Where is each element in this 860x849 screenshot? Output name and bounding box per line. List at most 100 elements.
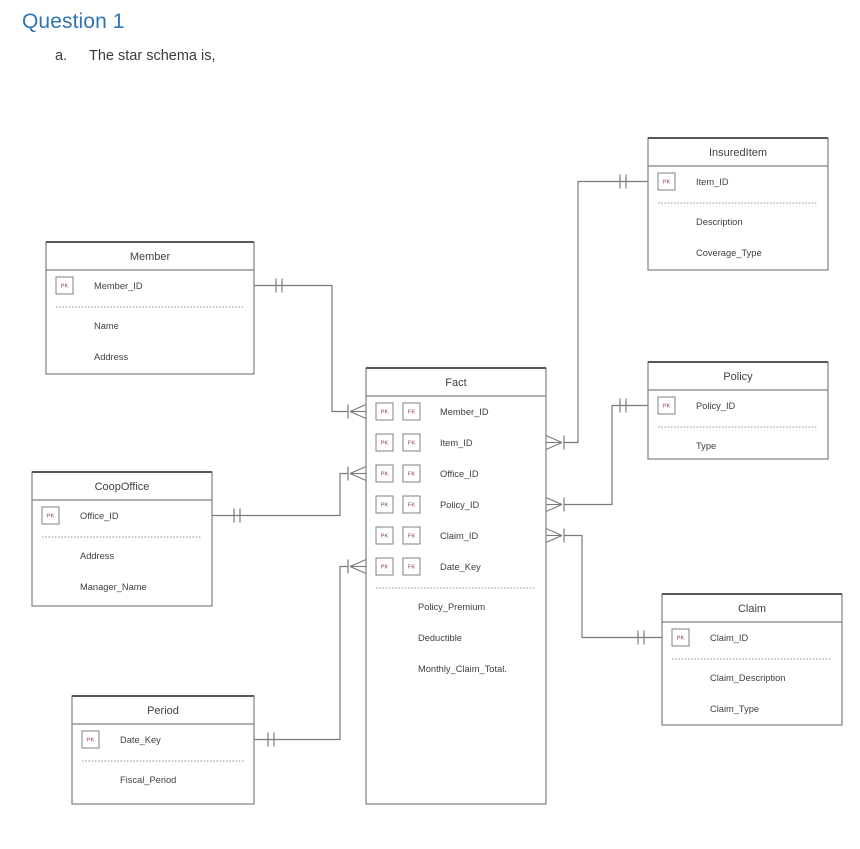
key-attribute-label: Office_ID (80, 511, 119, 521)
pk-badge-label: PK (381, 565, 389, 571)
key-attribute-label: Item_ID (440, 438, 473, 448)
crowfoot-fact-member (349, 403, 367, 420)
pk-badge-label: PK (677, 636, 685, 642)
list-marker: a. (55, 48, 68, 64)
list-item-label: The star schema is, (89, 48, 216, 64)
page-title: Question 1 (22, 10, 125, 33)
pk-badge-label: PK (381, 534, 389, 540)
attribute-label: Deductible (418, 633, 462, 643)
cardinality-one-member (275, 278, 283, 293)
key-attribute-label: Date_Key (120, 735, 161, 745)
pk-badge (41, 506, 60, 525)
fk-badge (402, 433, 421, 452)
connector-coopoffice-fact (212, 472, 348, 517)
pk-badge (375, 526, 394, 545)
attribute-label: Name (94, 321, 119, 331)
attribute-label: Manager_Name (80, 582, 147, 592)
entity-title-member: Member (130, 251, 171, 263)
key-attribute-label: Policy_ID (440, 500, 480, 510)
pk-badge-label: PK (87, 738, 95, 744)
entity-title-period: Period (147, 705, 179, 717)
entity-title-policy: Policy (723, 371, 753, 383)
fk-badge (402, 464, 421, 483)
key-attribute-label: Item_ID (696, 177, 729, 187)
fk-badge-label: FK (408, 565, 415, 571)
connector-insureditem-fact (564, 180, 648, 444)
pk-badge (375, 495, 394, 514)
pk-badge (81, 730, 100, 749)
cardinality-one-claim (637, 630, 645, 645)
key-attribute-label: Policy_ID (696, 401, 736, 411)
cardinality-one-coopoffice (233, 508, 241, 523)
pk-badge-label: PK (381, 410, 389, 416)
pk-badge-label: PK (61, 284, 69, 290)
attribute-label: Description (696, 217, 743, 227)
fk-badge-label: FK (408, 503, 415, 509)
pk-badge-label: PK (663, 180, 671, 186)
entity-title-coopoffice: CoopOffice (95, 481, 150, 493)
entity-box-member (45, 241, 255, 375)
pk-badge (375, 557, 394, 576)
pk-badge (657, 172, 676, 191)
entity-title-insureditem: InsuredItem (709, 147, 767, 159)
key-attribute-label: Date_Key (440, 562, 481, 572)
pk-badge-label: PK (381, 472, 389, 478)
attribute-label: Address (94, 352, 128, 362)
fk-badge-label: FK (408, 410, 415, 416)
attribute-label: Type (696, 441, 716, 451)
pk-badge-label: PK (47, 514, 55, 520)
key-attribute-label: Member_ID (94, 281, 143, 291)
attribute-label: Fiscal_Period (120, 775, 176, 785)
connector-policy-fact (564, 404, 648, 506)
pk-badge (55, 276, 74, 295)
fk-badge-label: FK (408, 472, 415, 478)
entity-title-fact: Fact (445, 377, 466, 389)
entity-box-fact (365, 367, 547, 805)
entity-title-claim: Claim (738, 603, 766, 615)
connector-period-fact (254, 565, 348, 741)
pk-badge (375, 464, 394, 483)
entity-box-insureditem (647, 137, 829, 271)
attribute-label: Claim_Type (710, 704, 759, 714)
entity-box-coopoffice (31, 471, 213, 607)
cardinality-one-insureditem (619, 174, 627, 189)
fk-badge-label: FK (408, 534, 415, 540)
key-attribute-label: Office_ID (440, 469, 479, 479)
crowfoot-fact-office (349, 465, 367, 482)
crowfoot-fact-claim (545, 527, 563, 544)
crowfoot-fact-item (545, 434, 563, 451)
key-attribute-label: Claim_ID (440, 531, 479, 541)
pk-badge (657, 396, 676, 415)
entity-box-period (71, 695, 255, 805)
fk-badge (402, 557, 421, 576)
pk-badge-label: PK (663, 404, 671, 410)
connector-claim-fact (564, 534, 662, 639)
key-attribute-label: Member_ID (440, 407, 489, 417)
connector-member-fact (254, 284, 348, 413)
crowfoot-fact-date (349, 558, 367, 575)
pk-badge-label: PK (381, 503, 389, 509)
cardinality-one-period (267, 732, 275, 747)
attribute-label: Monthly_Claim_Total. (418, 664, 507, 674)
fk-badge-label: FK (408, 441, 415, 447)
pk-badge (671, 628, 690, 647)
pk-badge (375, 433, 394, 452)
pk-badge-label: PK (381, 441, 389, 447)
crowfoot-fact-policy (545, 496, 563, 513)
list-item: a. The star schema is, (55, 48, 216, 64)
fk-badge (402, 526, 421, 545)
attribute-label: Claim_Description (710, 673, 785, 683)
fk-badge (402, 495, 421, 514)
pk-badge (375, 402, 394, 421)
fk-badge (402, 402, 421, 421)
